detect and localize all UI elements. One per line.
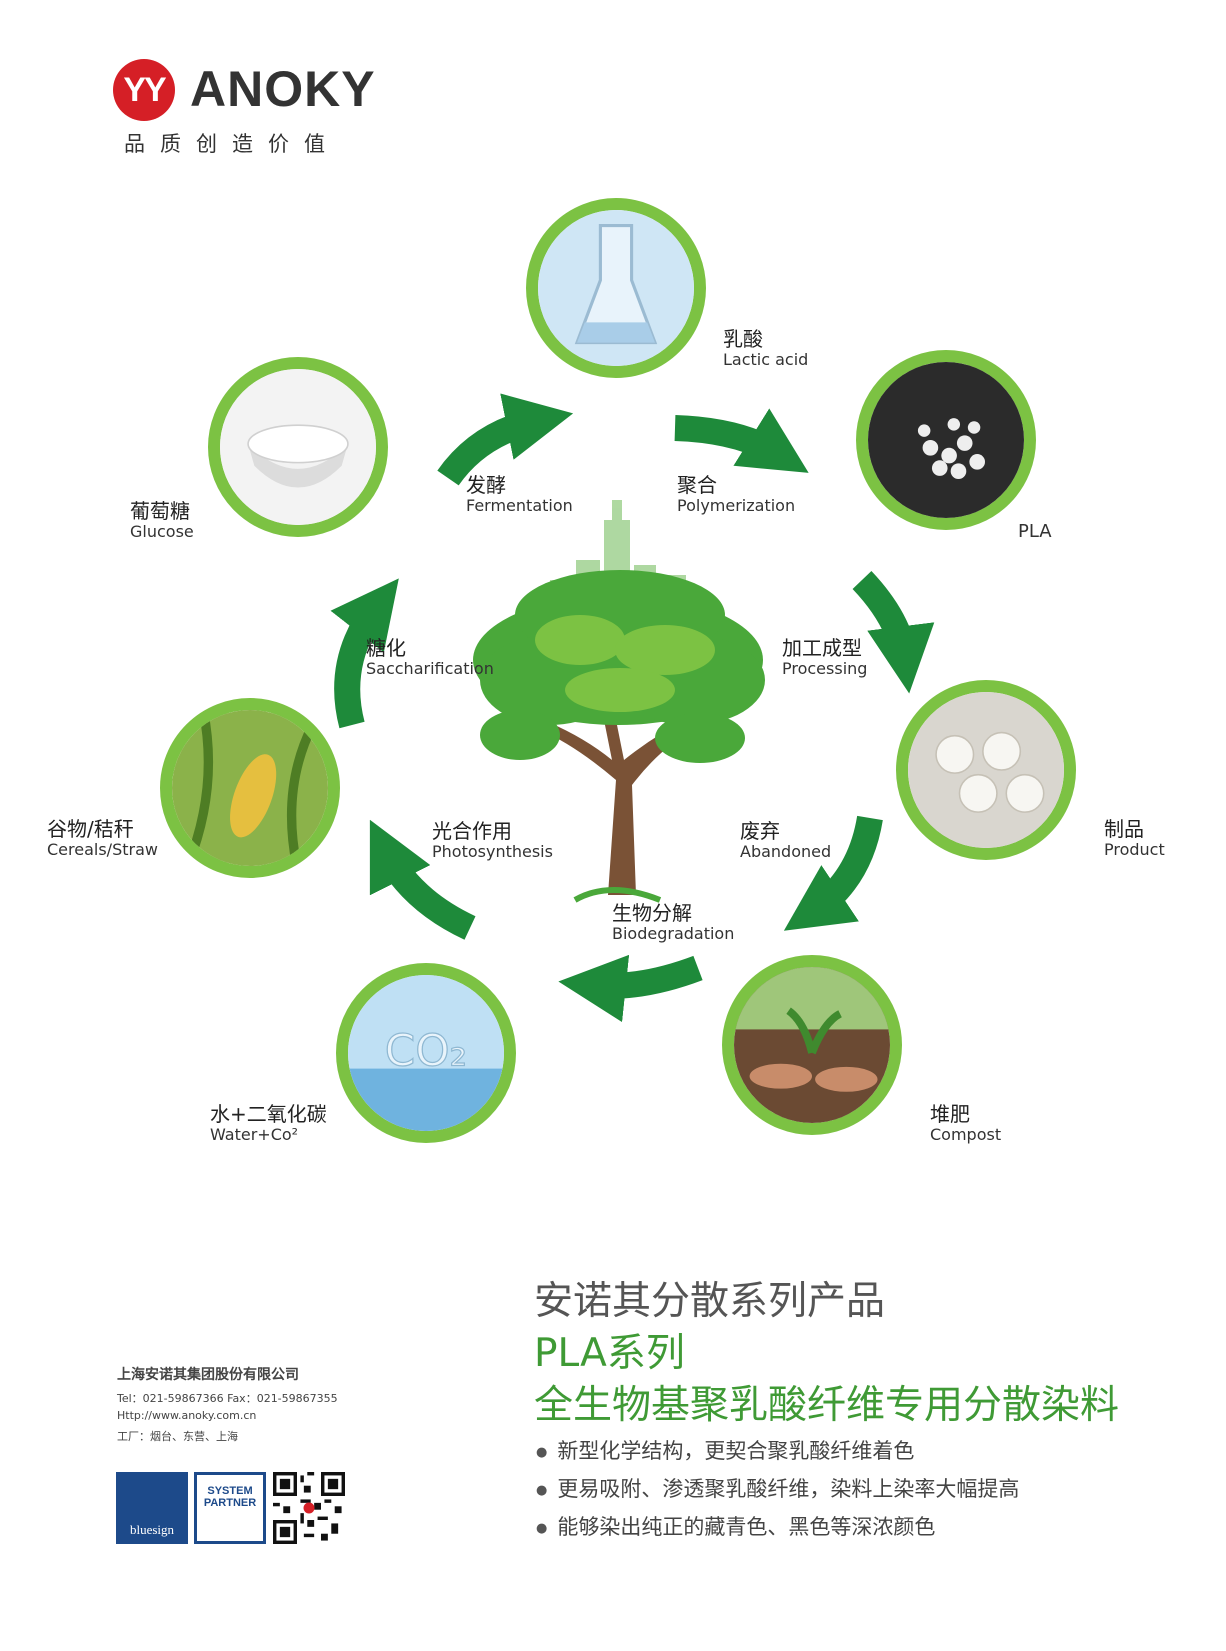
product-title: 全生物基聚乳酸纤维专用分散染料	[534, 1383, 1120, 1428]
arrow-saccharification	[330, 578, 399, 729]
co2-ice-text: CO₂	[385, 1025, 467, 1076]
logo-mark: YY	[113, 59, 175, 121]
factory-locations: 工厂：烟台、东营、上海	[117, 1430, 238, 1443]
contact-tel: Tel：021-59867366 Fax：021-59867355	[117, 1392, 338, 1405]
product-series: PLA系列	[534, 1331, 685, 1376]
product-yarn-image	[896, 680, 1076, 860]
arrow-fermentation	[437, 393, 574, 486]
compost-image	[722, 955, 902, 1135]
arrow-biodegradation	[558, 954, 703, 1023]
arrow-polymerization	[674, 408, 809, 473]
system-partner-badge: SYSTEM PARTNER	[194, 1472, 266, 1544]
feature-item: 更易吸附、渗透聚乳酸纤维，染料上染率大幅提高	[536, 1470, 1019, 1508]
cereals-corn-image	[160, 698, 340, 878]
arrow-abandoned	[783, 815, 883, 931]
feature-item: 能够染出纯正的藏青色、黑色等深浓颜色	[536, 1508, 1019, 1546]
glucose-image	[208, 357, 388, 537]
bluesign-badge: bluesign	[116, 1472, 188, 1544]
pla-pellets-image	[856, 350, 1036, 530]
company-name: 上海安诺其集团股份有限公司	[117, 1367, 299, 1383]
contact-web[interactable]: Http://www.anoky.com.cn	[117, 1409, 257, 1422]
arrow-photosynthesis	[369, 819, 476, 940]
water-co2-image: CO₂	[336, 963, 516, 1143]
label-pla: PLA	[1018, 521, 1052, 542]
qr-code[interactable]	[273, 1472, 345, 1544]
brand-name: ANOKY	[190, 61, 376, 117]
feature-item: 新型化学结构，更契合聚乳酸纤维着色	[536, 1432, 1019, 1470]
lactic-acid-image	[526, 198, 706, 378]
tree-illustration	[473, 500, 765, 903]
brand-slogan: 品质创造价值	[124, 132, 340, 156]
arrow-processing	[852, 571, 935, 694]
product-subtitle: 安诺其分散系列产品	[534, 1279, 886, 1324]
feature-list: 新型化学结构，更契合聚乳酸纤维着色 更易吸附、渗透聚乳酸纤维，染料上染率大幅提高…	[536, 1432, 1019, 1546]
